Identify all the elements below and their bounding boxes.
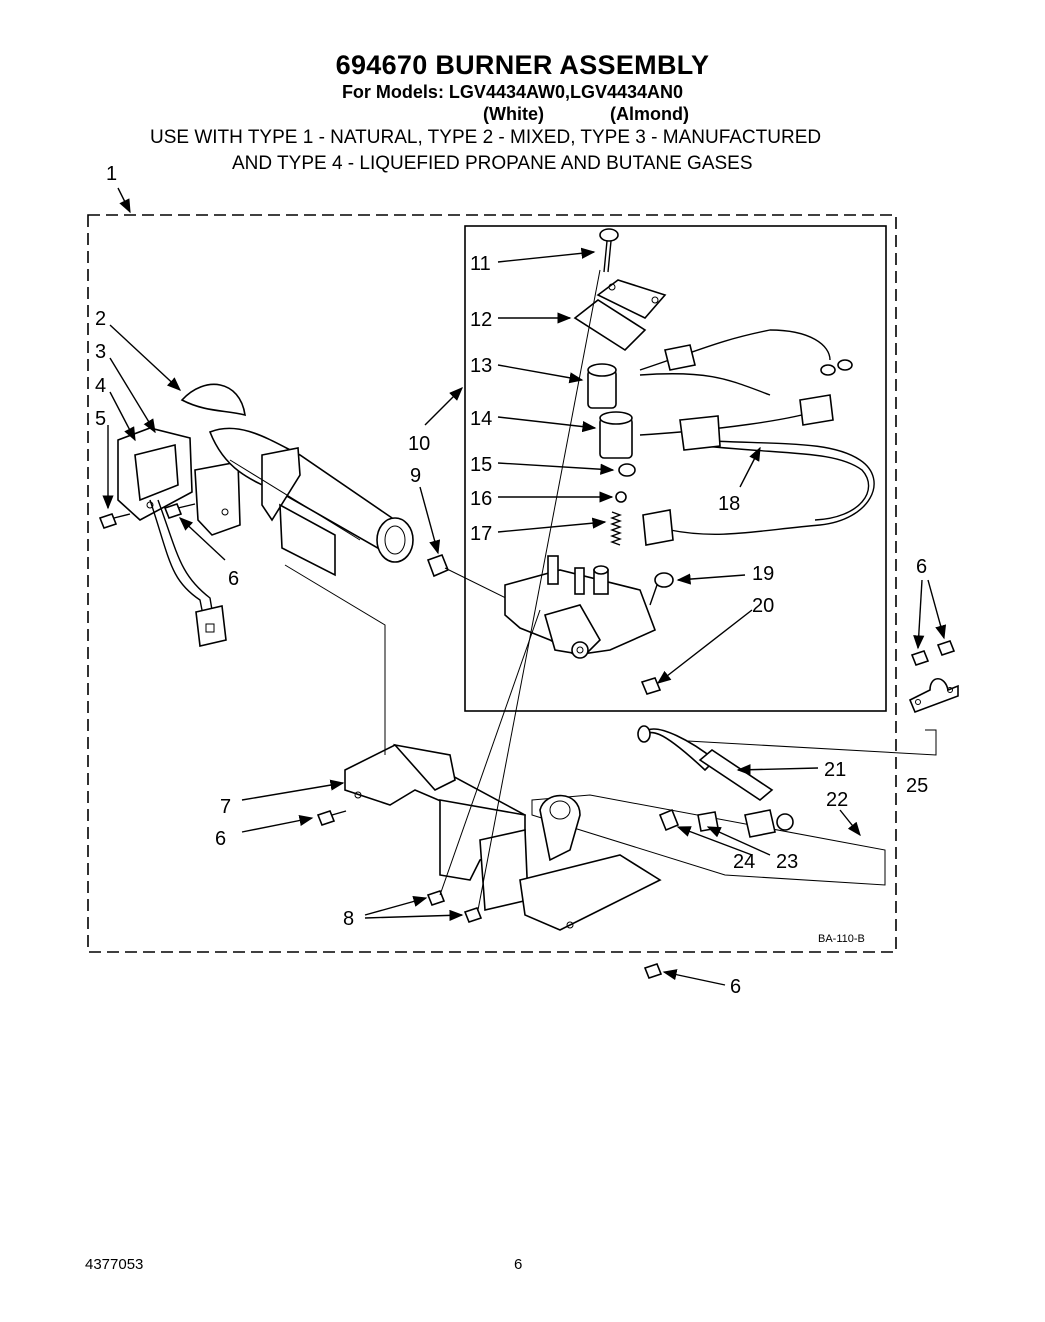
coil-14 (599, 411, 633, 459)
screw-6-bottom-left (316, 810, 347, 826)
callout-14: 14 (470, 408, 492, 430)
callout-13: 13 (470, 355, 492, 377)
usage-line-2: AND TYPE 4 - LIQUEFIED PROPANE AND BUTAN… (232, 153, 753, 174)
pipe-21 (637, 725, 774, 801)
callout-2: 2 (95, 308, 106, 330)
guide-line-bracket (284, 564, 386, 755)
screw-6-left (163, 503, 196, 519)
valve-wire-harness (639, 329, 875, 546)
gas-valve-body (504, 555, 657, 659)
callout-4: 4 (95, 375, 106, 397)
callout-12: 12 (470, 309, 492, 331)
callout-6-bottom: 6 (730, 976, 741, 998)
callout-16: 16 (470, 488, 492, 510)
screw-11 (599, 228, 619, 273)
callout-leaders (102, 187, 947, 986)
models-line: For Models: LGV4434AW0,LGV4434AN0 (341, 82, 684, 102)
callout-9: 9 (410, 465, 421, 487)
callout-17: 17 (470, 523, 492, 545)
callout-7: 7 (220, 796, 231, 818)
callout-24: 24 (733, 851, 755, 873)
igniter-wire-harness (149, 499, 227, 647)
callout-19: 19 (752, 563, 774, 585)
callout-20: 20 (752, 595, 774, 617)
valve-parts-15-17 (610, 463, 636, 546)
nut-9 (426, 553, 521, 606)
page-number: 6 (514, 1256, 523, 1273)
variant-almond: (Almond) (610, 104, 689, 124)
screws-8 (426, 890, 483, 923)
fittings-23-24 (658, 808, 794, 838)
guide-line-screw-a (439, 609, 541, 896)
screws-6-right (910, 640, 956, 666)
screw-5 (98, 513, 131, 529)
igniter-bracket (117, 427, 241, 536)
document-number: 4377053 (85, 1256, 144, 1273)
variant-white: (White) (483, 104, 544, 124)
callout-6-left: 6 (228, 568, 239, 590)
valve-subassembly-box (464, 225, 887, 712)
screw-6-bottom (643, 963, 663, 979)
callout-3: 3 (95, 341, 106, 363)
assembly-boundary (87, 214, 897, 953)
pipe-clamp-25 (908, 677, 959, 714)
callout-6-bottom-left: 6 (215, 828, 226, 850)
inlet-fittings-group (531, 794, 886, 886)
usage-line-1: USE WITH TYPE 1 - NATURAL, TYPE 2 - MIXE… (150, 127, 822, 148)
part-20 (640, 677, 662, 695)
callout-10: 10 (408, 433, 430, 455)
callout-23: 23 (776, 851, 798, 873)
callout-21: 21 (824, 759, 846, 781)
drawing-code: BA-110-B (818, 933, 865, 945)
coil-13 (587, 363, 617, 409)
callout-18: 18 (718, 493, 740, 515)
callout-6-right: 6 (916, 556, 927, 578)
callout-15: 15 (470, 454, 492, 476)
screw-19 (649, 572, 674, 606)
callout-25: 25 (906, 775, 928, 797)
callout-8: 8 (343, 908, 354, 930)
bracket-leader-25 (669, 729, 937, 756)
callout-11: 11 (470, 253, 491, 275)
callout-22: 22 (826, 789, 848, 811)
diagram-title: 694670 BURNER ASSEMBLY (335, 50, 710, 80)
coil-bracket-12 (573, 279, 667, 352)
callout-5: 5 (95, 408, 106, 430)
burner-tube (180, 383, 414, 577)
callout-1: 1 (106, 163, 117, 185)
mounting-bracket-7 (344, 743, 662, 931)
